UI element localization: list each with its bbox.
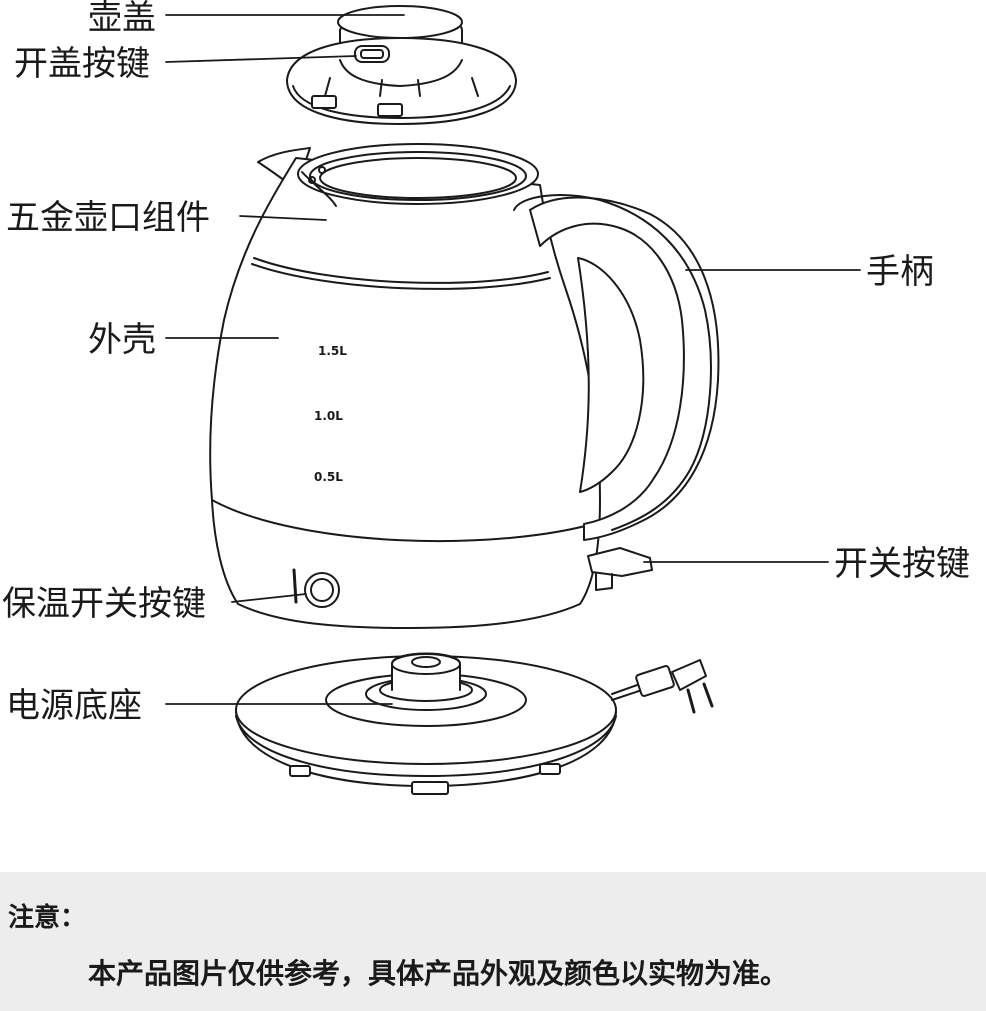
scale-mark-10: 1.0L <box>314 409 343 423</box>
scale-mark-05: 0.5L <box>314 470 343 484</box>
notice-text: 本产品图片仅供参考，具体产品外观及颜色以实物为准。 <box>88 957 789 990</box>
notice-box <box>0 872 986 1011</box>
notice-title: 注意： <box>8 903 87 933</box>
label-warm-button: 保温开关按键 <box>2 584 206 624</box>
kettle-lid <box>286 5 517 125</box>
label-spout-assembly: 五金壶口组件 <box>6 198 210 238</box>
kettle-exploded-diagram: 1.5L 1.0L 0.5L <box>165 5 861 795</box>
power-base <box>235 652 714 795</box>
label-handle: 手柄 <box>866 252 934 292</box>
label-lid: 壶盖 <box>88 0 156 38</box>
leader-lines <box>165 14 861 705</box>
scale-mark-15: 1.5L <box>318 344 347 358</box>
kettle-body <box>209 143 720 629</box>
label-shell: 外壳 <box>88 320 156 360</box>
label-switch: 开关按键 <box>834 544 970 584</box>
label-base: 电源底座 <box>6 686 142 726</box>
label-lid-button: 开盖按键 <box>14 44 150 84</box>
